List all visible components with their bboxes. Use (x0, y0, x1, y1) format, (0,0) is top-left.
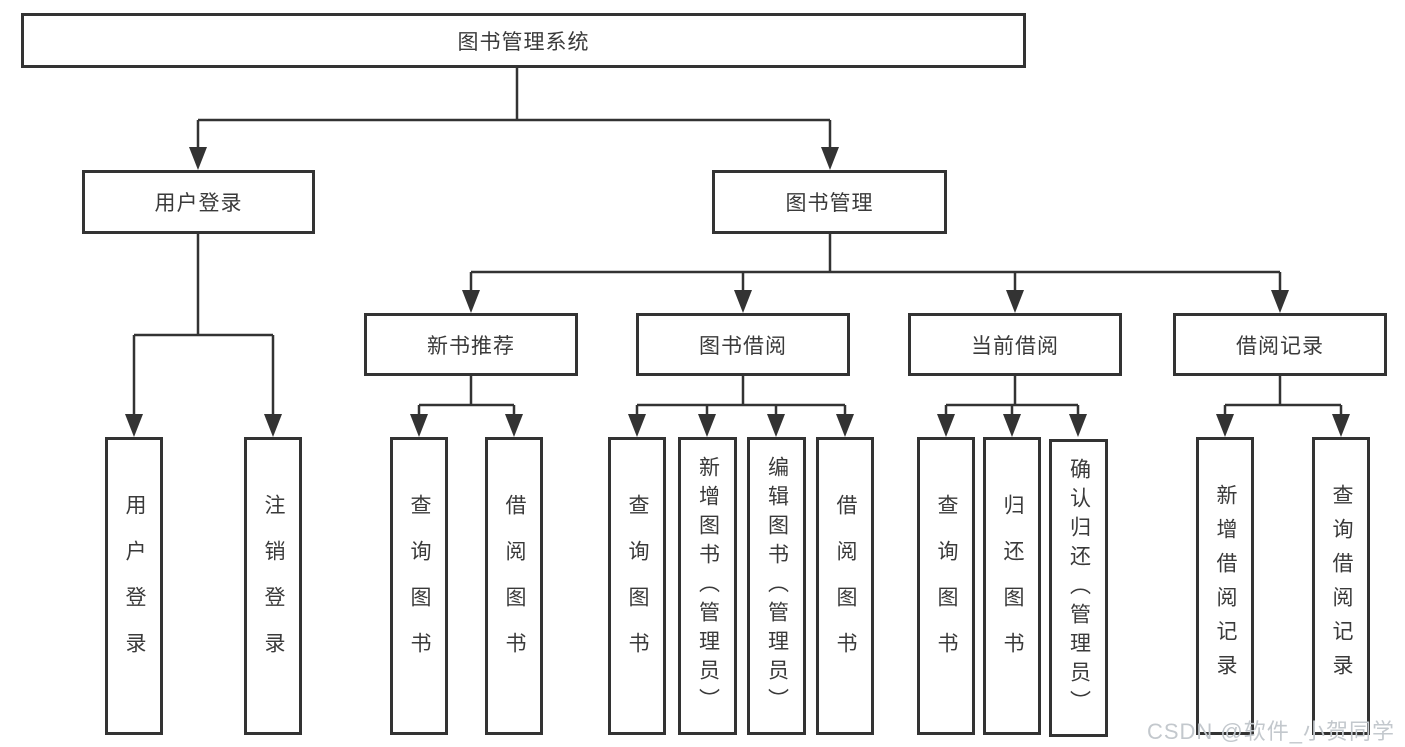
node-label: 新增借阅记录 (1214, 484, 1237, 688)
watermark: CSDN @软件_小贺同学 (1146, 719, 1395, 744)
leaf-recommend-borrow-books: 借阅图书 (485, 437, 543, 735)
leaf-current-return-books: 归还图书 (983, 437, 1041, 735)
leaf-borrow-add-books-admin: 新增图书（管理员） (678, 437, 737, 735)
leaf-recommend-query-books: 查询图书 (390, 437, 448, 735)
node-label: 查询图书 (935, 494, 958, 678)
node-label: 查询图书 (408, 494, 431, 678)
node-label: 借阅图书 (834, 494, 857, 678)
node-current-borrowing: 当前借阅 (908, 313, 1122, 376)
leaf-records-query-borrow-record: 查询借阅记录 (1312, 437, 1370, 735)
node-label: 编辑图书（管理员） (765, 455, 789, 717)
leaf-records-add-borrow-record: 新增借阅记录 (1196, 437, 1254, 735)
node-borrowing-records: 借阅记录 (1173, 313, 1387, 376)
node-label: 新书推荐 (427, 334, 515, 358)
node-label: 注销登录 (262, 494, 285, 678)
node-label: 用户登录 (154, 192, 243, 215)
leaf-logout: 注销登录 (244, 437, 302, 735)
node-label: 图书借阅 (699, 334, 787, 358)
node-library-management-system: 图书管理系统 (21, 13, 1026, 68)
node-label: 借阅记录 (1236, 334, 1324, 358)
node-book-borrowing: 图书借阅 (636, 313, 850, 376)
node-label: 归还图书 (1001, 494, 1024, 678)
leaf-user-login: 用户登录 (105, 437, 163, 735)
node-label: 当前借阅 (971, 334, 1059, 358)
node-label: 用户登录 (123, 494, 146, 678)
node-label: 图书管理 (785, 192, 874, 215)
node-label: 查询借阅记录 (1330, 484, 1353, 688)
node-new-book-recommendation: 新书推荐 (364, 313, 578, 376)
node-label: 借阅图书 (503, 494, 526, 678)
node-label: 查询图书 (626, 494, 649, 678)
leaf-borrow-edit-books-admin: 编辑图书（管理员） (747, 437, 806, 735)
node-book-management: 图书管理 (712, 170, 947, 234)
node-label: 新增图书（管理员） (696, 455, 720, 717)
node-user-login: 用户登录 (82, 170, 315, 234)
leaf-current-confirm-return-admin: 确认归还（管理员） (1049, 439, 1108, 737)
leaf-borrow-query-books: 查询图书 (608, 437, 666, 735)
node-label: 图书管理系统 (457, 30, 590, 54)
leaf-current-query-books: 查询图书 (917, 437, 975, 735)
node-label: 确认归还（管理员） (1067, 457, 1091, 719)
leaf-borrow-borrow-books: 借阅图书 (816, 437, 874, 735)
